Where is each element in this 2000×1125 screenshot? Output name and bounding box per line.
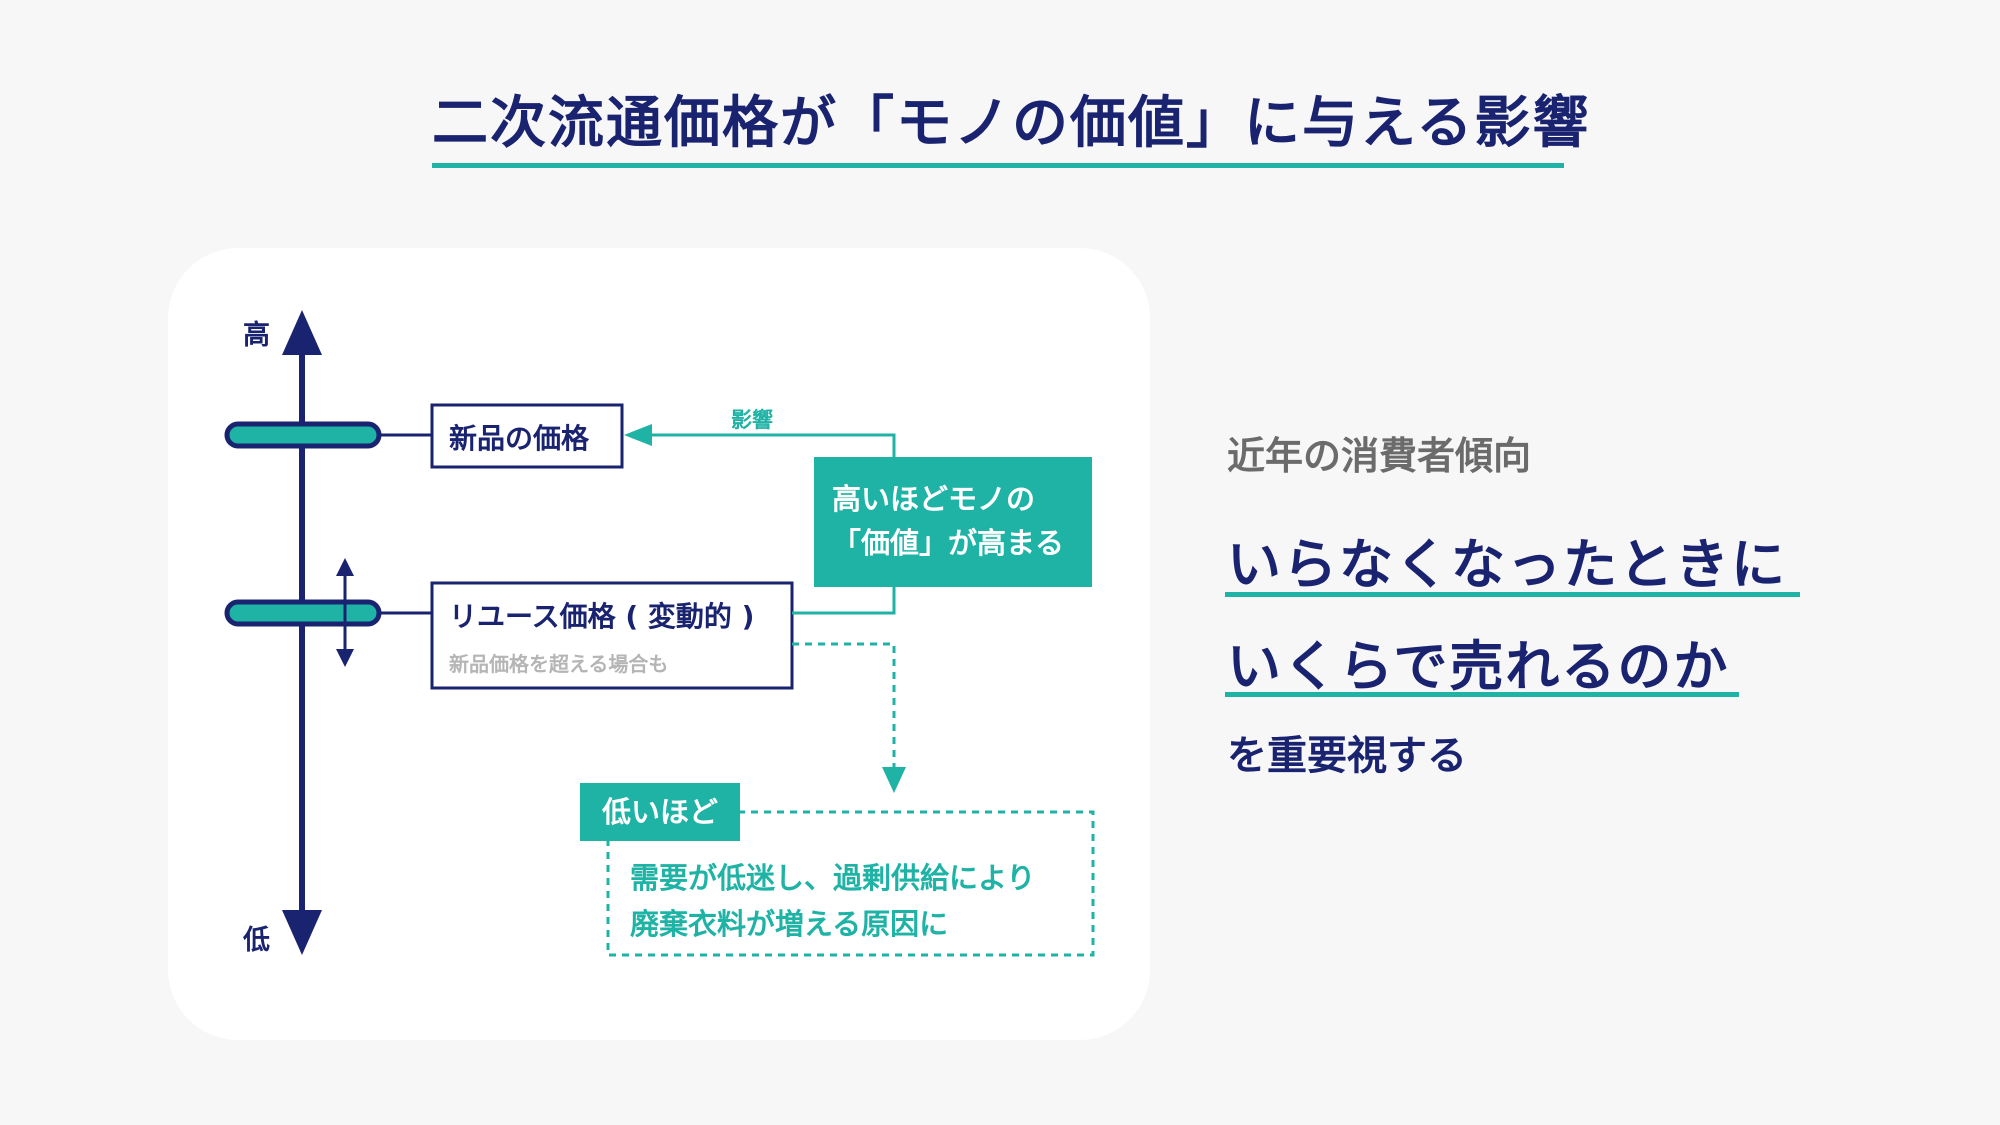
influence-arrow-head-icon <box>624 424 652 446</box>
low-note-line1: 需要が低迷し、過剰供給により <box>630 861 1036 895</box>
low-note-line2: 廃棄衣料が増える原因に <box>630 907 949 941</box>
reuse-price-box <box>430 581 794 690</box>
new-price-marker <box>224 421 382 449</box>
reuse-price-marker <box>224 599 382 627</box>
low-value-note: 需要が低迷し、過剰供給により 廃棄衣料が増える原因に <box>630 855 1035 947</box>
trend-tail: を重要視する <box>1227 733 1467 779</box>
reuse-note: 新品価格を超える場合も <box>449 652 669 676</box>
axis-low-label: 低 <box>243 925 270 956</box>
trend-line-2: いくらで売れるのか <box>1227 635 1730 698</box>
high-value-path <box>792 587 896 615</box>
trend-line-1: いらなくなったときに <box>1227 533 1787 596</box>
new-price-box <box>430 403 624 469</box>
low-value-dashed-path <box>792 642 896 770</box>
low-note-dashed-box <box>606 810 1095 957</box>
high-box-line2: 「価値」が高まる <box>832 526 1065 560</box>
influence-label: 影響 <box>731 408 773 432</box>
high-box-line1: 高いほどモノの <box>832 482 1036 516</box>
axis-up-arrow-icon <box>282 310 322 355</box>
new-price-label: 新品の価格 <box>449 422 590 455</box>
page-title: 二次流通価格が「モノの価値」に与える影響 <box>432 91 1591 156</box>
reuse-price-label: リユース価格 ( 変動的 ) <box>449 600 755 633</box>
trend-line-2-underline <box>1225 692 1739 697</box>
title-underline <box>432 163 1564 168</box>
low-value-tag: 低いほど <box>580 783 740 841</box>
fluctuation-up-arrow-icon <box>336 558 354 576</box>
axis-high-label: 高 <box>243 320 270 351</box>
trend-line-1-underline <box>1225 592 1800 597</box>
fluctuation-down-arrow-icon <box>336 649 354 667</box>
axis-down-arrow-icon <box>282 910 322 955</box>
high-value-box: 高いほどモノの 「価値」が高まる <box>814 457 1092 587</box>
influence-arrow <box>640 433 896 457</box>
consumer-trend-subtitle: 近年の消費者傾向 <box>1227 434 1532 478</box>
low-value-arrow-head-icon <box>882 767 906 793</box>
